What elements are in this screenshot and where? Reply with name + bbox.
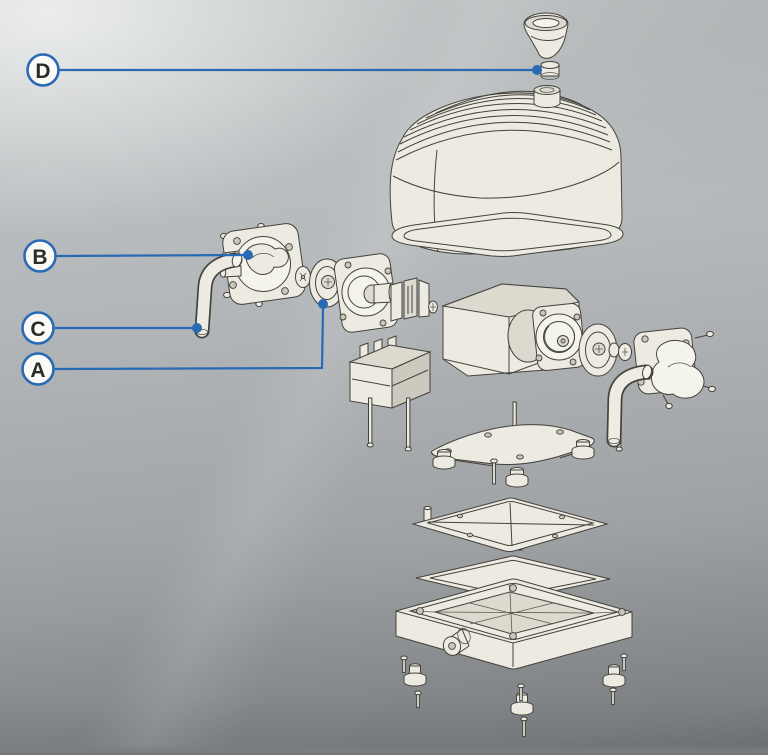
top-cover xyxy=(389,85,623,255)
air-filter-cap xyxy=(523,12,569,59)
motor-flange xyxy=(532,303,586,371)
callout-c: C xyxy=(21,311,55,345)
leader-line-a xyxy=(53,307,325,371)
callout-b: B xyxy=(23,239,57,273)
right-elbow-tube xyxy=(606,364,654,448)
rubber-feet xyxy=(403,663,626,716)
pump-flange xyxy=(333,253,399,333)
callout-a-label: A xyxy=(30,359,45,382)
cover-gasket xyxy=(391,212,624,257)
outlet-nozzle xyxy=(442,627,471,656)
photo-bottom-shadow xyxy=(0,745,768,755)
leader-line-b xyxy=(55,253,245,258)
center-screw xyxy=(490,458,498,485)
washer-screw xyxy=(428,300,438,314)
right-valve-discs xyxy=(608,342,632,361)
callout-c-label: C xyxy=(30,318,45,341)
cover-port xyxy=(533,85,561,108)
leader-lines xyxy=(53,65,542,371)
mounting-plate xyxy=(431,424,595,467)
rubber-dampers xyxy=(432,439,595,488)
bottom-housing xyxy=(395,578,633,670)
chamber-plate xyxy=(411,497,609,552)
valve-disc xyxy=(295,266,311,288)
callout-b-label: B xyxy=(32,246,47,269)
callout-d: D xyxy=(26,53,60,87)
left-elbow-tube xyxy=(194,252,243,339)
filter-plug xyxy=(540,61,560,80)
callout-d-label: D xyxy=(35,60,50,83)
right-pump-head xyxy=(632,327,716,410)
solenoid-coil xyxy=(348,335,432,409)
bottom-screws xyxy=(400,653,628,738)
callout-a: A xyxy=(21,352,55,386)
motor-bracket xyxy=(390,277,430,322)
